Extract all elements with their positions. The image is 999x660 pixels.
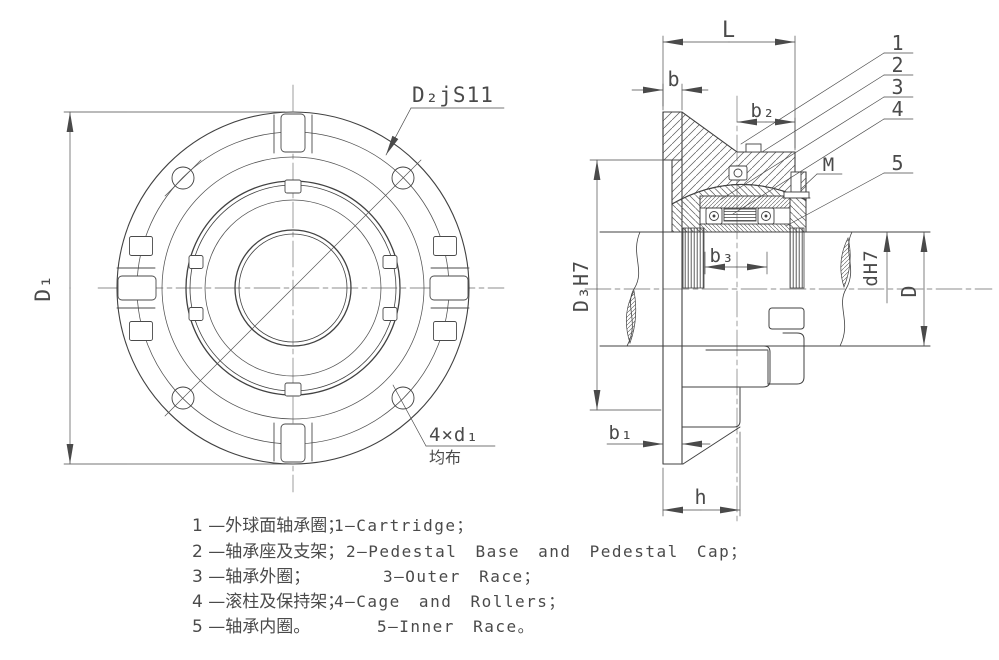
part-label-1: 1 (891, 31, 904, 55)
dim-label-D: D (897, 284, 921, 297)
dim-b (631, 83, 709, 111)
bore-chamfer-circle (238, 233, 348, 343)
grease-fitting (728, 143, 762, 181)
dim-label-d2js11: D₂jS11 (412, 83, 494, 107)
dim-h (662, 431, 741, 517)
dim-b2 (736, 117, 796, 151)
legend-row1-en: 1—Cartridge； (334, 516, 474, 535)
part-label-5: 5 (891, 151, 904, 175)
shaft-break-right (839, 231, 853, 347)
dim-label-d1: D₁ (31, 274, 55, 301)
dim-label-M: M (823, 154, 835, 176)
bolt-holes (171, 166, 415, 410)
legend-row3-en: 3—Outer Race； (383, 567, 541, 586)
seal-band-right (789, 227, 805, 289)
dim-label-b1: b₁ (609, 422, 634, 444)
legend-row4-en: 4—Cage and Rollers； (334, 592, 566, 611)
flange-ring-inner-circle (161, 156, 425, 420)
roller-cage-section (723, 208, 757, 222)
dim-b3 (704, 251, 768, 275)
parts-legend: 1 —外球面轴承圈； 1—Cartridge； 2 —轴承座及支架； 2—Ped… (192, 516, 748, 637)
cartridge-tabs (188, 179, 398, 397)
inner-ring-face-circle (204, 199, 382, 377)
dim-label-dh7: dH7 (860, 249, 882, 286)
inner-race-section (699, 223, 791, 233)
dim-label-junbu: 均布 (429, 448, 461, 467)
flange-outer-circle (116, 111, 470, 465)
legend-row4-cn: 4 —滚柱及保持架； (192, 592, 344, 612)
legend-row5-en: 5—Inner Race。 (377, 617, 535, 636)
legend-row5-cn: 5 —轴承内圈。 (192, 617, 310, 637)
flange-lugs (116, 113, 470, 463)
dim-label-h: h (694, 485, 707, 509)
dim-label-b3: b₃ (710, 245, 735, 267)
dim-d1 (63, 111, 286, 465)
part-leaders (719, 52, 914, 227)
part-label-2: 2 (891, 53, 904, 77)
bore-circle (234, 229, 352, 347)
part-label-4: 4 (891, 97, 904, 121)
dim-label-b2: b₂ (751, 100, 776, 122)
seal-band-left (682, 227, 705, 289)
bolt-hole-tick (164, 159, 202, 197)
bolt-note-leader (392, 384, 496, 447)
lock-screw (782, 171, 811, 199)
dim-label-b: b (667, 67, 680, 91)
part-label-3: 3 (891, 75, 904, 99)
lower-housing-outline (662, 307, 805, 465)
legend-row3-cn: 3 —轴承外圈； (192, 567, 310, 587)
front-view: D₁ D₂jS11 4×d₁ 均布 (31, 83, 505, 493)
dim-label-d3h7: D₃H7 (569, 260, 593, 312)
dim-label-4xd1: 4×d₁ (429, 424, 479, 446)
dim-d3h7 (589, 159, 681, 411)
section-view: L b b₂ b₃ b₁ (569, 18, 993, 525)
d2-leader (385, 107, 505, 156)
legend-row1-cn: 1 —外球面轴承圈； (192, 516, 344, 536)
dim-label-L: L (722, 18, 736, 43)
diagonal-construction-line (164, 159, 422, 417)
legend-row2-cn: 2 —轴承座及支架； (192, 542, 344, 562)
legend-row2-en: 2—Pedestal Base and Pedestal Cap； (346, 542, 748, 561)
shaft-break-left (625, 231, 641, 347)
outer-race-section (699, 195, 791, 209)
